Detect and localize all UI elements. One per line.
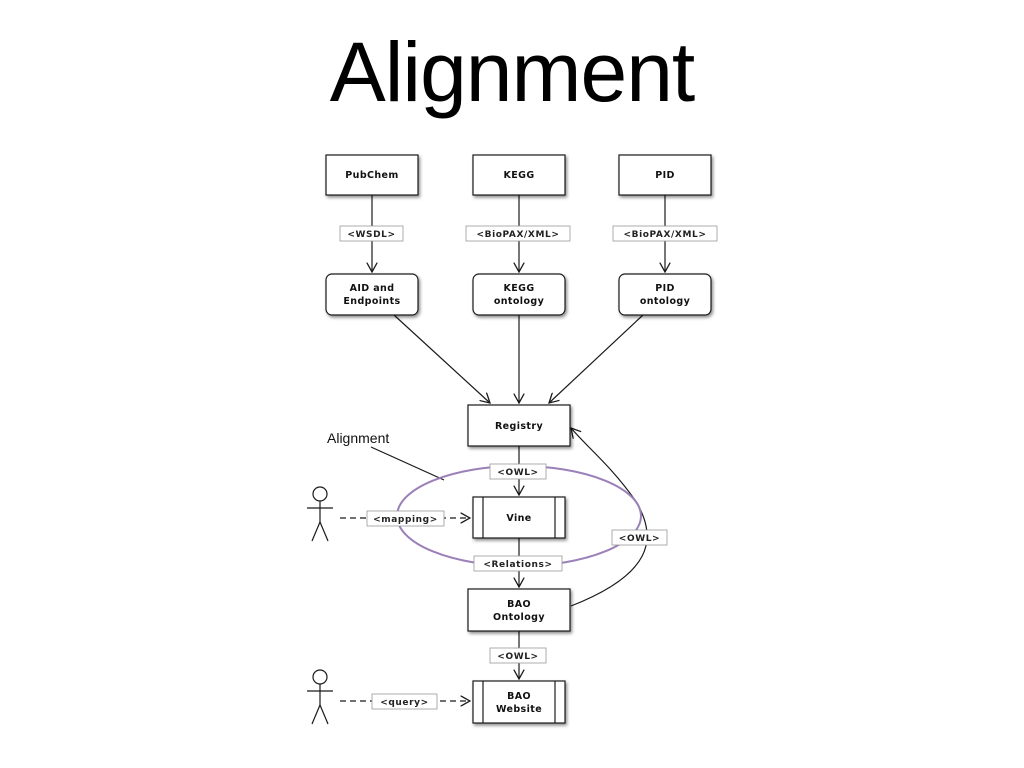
svg-text:<query>: <query> (380, 698, 429, 708)
edge-aid-registry (393, 314, 490, 403)
label-bao-ont-1: BAO (507, 599, 531, 610)
edge-label-mapping: <mapping> (366, 510, 445, 527)
label-bao-web-1: BAO (507, 691, 531, 702)
label-aid-2: Endpoints (343, 296, 400, 307)
svg-text:<OWL>: <OWL> (497, 652, 538, 662)
box-aid-endpoints (325, 273, 419, 316)
label-vine: Vine (506, 513, 531, 524)
svg-text:<mapping>: <mapping> (373, 515, 438, 525)
box-pubchem (325, 154, 419, 196)
edge-label-query: <query> (371, 693, 438, 710)
page-title: Alignment (329, 25, 696, 119)
edge-label-owl-loop: <OWL> (611, 529, 668, 546)
label-registry: Registry (495, 421, 543, 432)
svg-text:<BioPAX/XML>: <BioPAX/XML> (623, 230, 706, 240)
user-actor-icon-2 (307, 669, 333, 725)
edge-label-wsdl: <WSDL> (339, 225, 404, 242)
edge-bao-registry-loop (571, 428, 648, 607)
edge-label-biopax-pid: <BioPAX/XML> (612, 225, 718, 242)
alignment-annotation: Alignment (327, 430, 389, 446)
user-actor-icon (307, 486, 333, 542)
box-kegg-ontology (472, 273, 566, 316)
label-pid: PID (655, 170, 675, 181)
svg-text:<WSDL>: <WSDL> (347, 230, 395, 240)
label-kegg: KEGG (503, 170, 534, 181)
box-vine (472, 496, 566, 539)
box-bao-ontology (467, 588, 571, 632)
label-pid-ont-1: PID (655, 283, 675, 294)
alignment-pointer (370, 446, 445, 481)
svg-text:<OWL>: <OWL> (619, 534, 660, 544)
box-registry (467, 404, 571, 447)
box-kegg (472, 154, 566, 196)
box-pid-ontology (618, 273, 712, 316)
label-kegg-ont-2: ontology (494, 296, 545, 307)
label-bao-ont-2: Ontology (493, 612, 545, 623)
svg-text:<Relations>: <Relations> (483, 560, 552, 570)
box-pid (618, 154, 712, 196)
edge-label-biopax-kegg: <BioPAX/XML> (465, 225, 571, 242)
box-bao-website (472, 680, 566, 724)
label-aid-1: AID and (350, 283, 395, 294)
edge-label-owl-bao: <OWL> (489, 647, 547, 664)
label-bao-web-2: Website (496, 704, 542, 715)
svg-text:<BioPAX/XML>: <BioPAX/XML> (476, 230, 559, 240)
label-pid-ont-2: ontology (640, 296, 691, 307)
svg-text:<OWL>: <OWL> (497, 468, 538, 478)
edge-label-owl-registry: <OWL> (489, 463, 547, 480)
edge-label-relations: <Relations> (473, 555, 563, 572)
label-kegg-ont-1: KEGG (503, 283, 534, 294)
label-pubchem: PubChem (345, 170, 398, 181)
edge-pidont-registry (549, 314, 644, 403)
